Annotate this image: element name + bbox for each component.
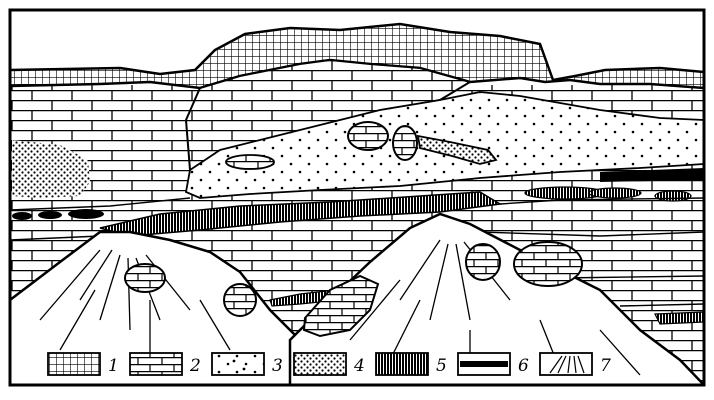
- legend-swatch: [211, 352, 265, 376]
- legend-item-thick-band: 6: [457, 352, 529, 376]
- diagram-frame: [8, 8, 706, 387]
- sand-lens: [416, 134, 498, 165]
- clast: [302, 274, 380, 338]
- legend-number: 2: [189, 356, 201, 376]
- legend-item-vertical-hatch: 5: [375, 352, 447, 376]
- clast: [347, 121, 389, 151]
- black-lens: [38, 211, 62, 219]
- radiating-lines: [39, 239, 641, 376]
- legend-number: 6: [518, 356, 529, 376]
- legend-item-grid: 1: [47, 352, 119, 376]
- legend-item-sparse-dots: 3: [211, 352, 283, 376]
- legend-swatch: [293, 352, 347, 376]
- clast: [225, 154, 275, 170]
- bedding-lines: [10, 197, 704, 307]
- legend-number: 3: [272, 356, 283, 376]
- black-band: [600, 168, 704, 182]
- legend-swatch: [129, 352, 183, 376]
- legend-item-brick: 2: [129, 352, 201, 376]
- dense-sand-body: [12, 140, 90, 198]
- clast: [223, 283, 257, 317]
- legend-item-dense-dots: 4: [293, 352, 365, 376]
- legend-number: 4: [353, 356, 365, 376]
- legend-swatch: [375, 352, 429, 376]
- legend-band: [460, 361, 508, 367]
- legend-number: 5: [436, 356, 447, 376]
- legend-number: 7: [600, 356, 611, 376]
- black-lens: [68, 209, 104, 219]
- legend-number: 1: [108, 356, 119, 376]
- clast: [465, 243, 501, 281]
- clast: [124, 263, 166, 293]
- legend-item-radiating-lines: 7: [539, 352, 611, 376]
- hatched-lens: [654, 311, 704, 325]
- hatched-lens: [588, 187, 642, 199]
- black-lens: [12, 212, 32, 220]
- clast: [392, 125, 418, 161]
- clast: [513, 241, 583, 287]
- legend: 1 2 3 4 5 6 7: [47, 352, 611, 376]
- legend-swatch: [47, 352, 101, 376]
- hatched-lens: [654, 190, 692, 202]
